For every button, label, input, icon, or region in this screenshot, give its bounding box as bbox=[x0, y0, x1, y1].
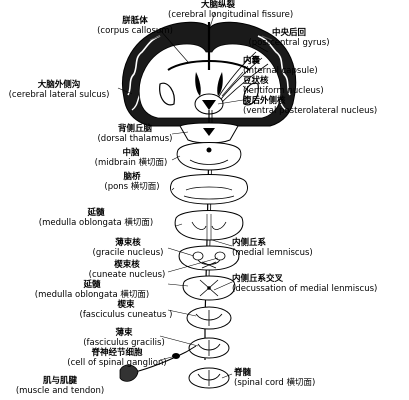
label-spinal-ganglion: 脊神经节细胞 (cell of spinal ganglion) bbox=[62, 348, 172, 368]
midbrain-section bbox=[176, 142, 242, 171]
label-cn: 背侧丘脑 bbox=[117, 124, 152, 134]
label-en: (decussation of medial lenmiscus) bbox=[232, 284, 378, 294]
label-medial-lemniscus: 内侧丘系 (medial lemniscus) bbox=[232, 238, 313, 258]
label-en: (postcentral gyrus) bbox=[248, 38, 330, 48]
label-cn: 脊神经节细胞 bbox=[91, 348, 143, 358]
label-en: (muscle and tendon) bbox=[15, 386, 105, 396]
label-spinal-cord: 脊髓 (spinal cord 横切面) bbox=[234, 368, 315, 388]
label-lateral-sulcus: 大脑外侧沟 (cerebral lateral sulcus) bbox=[0, 80, 118, 100]
label-cn: 胼胝体 bbox=[122, 16, 148, 26]
thalamus-section bbox=[179, 122, 239, 144]
label-cn: 中央后回 bbox=[271, 28, 306, 38]
label-cn: 肌与肌腱 bbox=[42, 376, 77, 386]
label-cn: 中脑 bbox=[122, 148, 140, 158]
peripheral-nerve bbox=[134, 345, 197, 373]
label-muscle-tendon: 肌与肌腱 (muscle and tendon) bbox=[10, 376, 110, 396]
spinal-cord-bottom-section bbox=[188, 367, 230, 389]
label-en: (cerebral longitudinal fissure) bbox=[168, 10, 294, 20]
label-pons: 脑桥 (pons 横切面) bbox=[92, 172, 172, 192]
spinal-cord-lower-section bbox=[188, 337, 230, 359]
label-cn: 楔束核 bbox=[114, 260, 140, 270]
label-cn: 腹后外侧核 bbox=[243, 96, 286, 106]
label-en: (gracile nucleus) bbox=[92, 248, 164, 258]
brain-coronal-section bbox=[122, 21, 297, 127]
label-cn: 楔束 bbox=[117, 300, 135, 310]
label-corpus-callosum: 胼胝体 (corpus callosum) bbox=[95, 16, 175, 36]
label-en: (ventral posterolateral nucleus) bbox=[243, 106, 378, 116]
label-cn: 豆状核 bbox=[243, 76, 269, 86]
label-cuneate-nucleus: 楔束核 (cuneate nucleus) bbox=[84, 260, 170, 280]
label-en: (cell of spinal ganglion) bbox=[67, 358, 167, 368]
pons-section bbox=[170, 174, 248, 205]
label-en: (dorsal thalamus) bbox=[97, 134, 173, 144]
label-cn: 内囊 bbox=[243, 56, 261, 66]
label-cn: 大脑纵裂 bbox=[200, 0, 235, 10]
label-en: (medulla oblongata 横切面) bbox=[38, 218, 154, 228]
label-cn: 薄束 bbox=[115, 328, 133, 338]
label-medulla-lower: 延髓 (medulla oblongata 横切面) bbox=[16, 280, 168, 300]
label-en: (midbrain 横切面) bbox=[94, 158, 168, 168]
label-en: (spinal cord 横切面) bbox=[234, 378, 316, 388]
label-cn: 脊髓 bbox=[234, 368, 252, 378]
label-cn: 延髓 bbox=[87, 208, 105, 218]
label-en: (fasciculus gracilis) bbox=[83, 338, 165, 348]
label-en: (cuneate nucleus) bbox=[88, 270, 166, 280]
label-postcentral-gyrus: 中央后回 (postcentral gyrus) bbox=[244, 28, 334, 48]
label-en: (medulla oblongata 横切面) bbox=[34, 290, 150, 300]
label-en: (pons 横切面) bbox=[104, 182, 160, 192]
label-cn: 延髓 bbox=[83, 280, 101, 290]
label-lentiform-nucleus: 豆状核 (lentiform nucleus) bbox=[243, 76, 324, 96]
label-gracile-nucleus: 薄束核 (gracile nucleus) bbox=[86, 238, 170, 258]
label-cn: 内侧丘系 bbox=[232, 238, 267, 248]
label-cn: 大脑外侧沟 bbox=[37, 80, 81, 90]
label-cn: 薄束核 bbox=[115, 238, 141, 248]
label-internal-capsule: 内囊 (internal capsule) bbox=[243, 56, 318, 76]
label-cn: 脑桥 bbox=[123, 172, 141, 182]
label-en: (internal capsule) bbox=[243, 66, 318, 76]
label-en: (corpus callosum) bbox=[97, 26, 173, 36]
medulla-decussation-section bbox=[182, 275, 236, 301]
label-en: (lentiform nucleus) bbox=[243, 86, 324, 96]
label-en: (medial lemniscus) bbox=[232, 248, 313, 258]
label-fasciculus-cuneatus: 楔束 (fasciculus cuneatus ) bbox=[76, 300, 176, 320]
spinal-cord-upper-section bbox=[186, 306, 232, 330]
leader-lines bbox=[117, 11, 269, 379]
label-en: (cerebral lateral sulcus) bbox=[8, 90, 110, 100]
label-en: (fasciculus cuneatus ) bbox=[79, 310, 173, 320]
label-dorsal-thalamus: 背侧丘脑 (dorsal thalamus) bbox=[95, 124, 175, 144]
label-vpl-nucleus: 腹后外侧核 (ventral posterolateral nucleus) bbox=[243, 96, 377, 116]
muscle-icon bbox=[119, 364, 139, 382]
label-fasciculus-gracilis: 薄束 (fasciculus gracilis) bbox=[76, 328, 172, 348]
label-longitudinal-fissure: 大脑纵裂 (cerebral longitudinal fissure) bbox=[168, 0, 294, 20]
label-medulla-upper: 延髓 (medulla oblongata 横切面) bbox=[20, 208, 172, 228]
medulla-upper-section bbox=[174, 210, 244, 241]
label-decussation: 内侧丘系交叉 (decussation of medial lenmiscus) bbox=[232, 274, 377, 294]
label-cn: 内侧丘系交叉 bbox=[232, 274, 284, 284]
label-midbrain: 中脑 (midbrain 横切面) bbox=[88, 148, 174, 168]
medulla-lower-section bbox=[178, 245, 240, 271]
